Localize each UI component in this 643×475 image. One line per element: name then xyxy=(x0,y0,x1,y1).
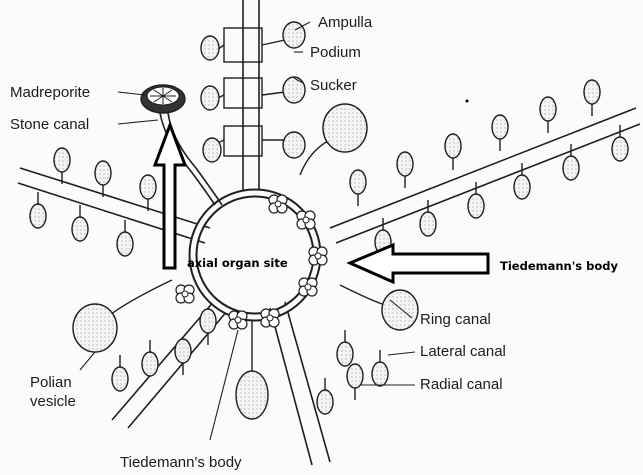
label-stone-canal: Stone canal xyxy=(10,116,89,133)
label-tiedemanns-body-arrow: Tiedemann's body xyxy=(500,259,618,273)
upper-right-tube-feet xyxy=(350,80,628,254)
stray-dot xyxy=(466,100,469,103)
top-arm-tube-feet xyxy=(201,22,305,162)
top-radial-canal xyxy=(243,0,259,195)
label-axial-organ-site: axial organ site xyxy=(187,256,288,270)
label-lateral-canal: Lateral canal xyxy=(420,343,506,360)
label-podium: Podium xyxy=(310,44,361,61)
madreporite-icon xyxy=(141,85,185,113)
label-polian-line1: Polian xyxy=(30,374,72,391)
lower-left-tube-feet xyxy=(112,309,216,391)
label-polian-line2: vesicle xyxy=(30,393,76,410)
label-ampulla: Ampulla xyxy=(318,14,372,31)
label-tiedemanns-body-bottom: Tiedemann's body xyxy=(120,454,242,471)
label-sucker: Sucker xyxy=(310,77,357,94)
upper-left-tube-feet xyxy=(30,148,156,256)
lower-right-tube-feet xyxy=(317,330,388,414)
label-ring-canal: Ring canal xyxy=(420,311,491,328)
upper-left-radial-arm xyxy=(18,168,210,243)
upper-right-radial-arm xyxy=(330,108,640,243)
tiedemanns-body-arrow-icon xyxy=(350,245,488,282)
label-radial-canal: Radial canal xyxy=(420,376,503,393)
ring-canal xyxy=(193,193,317,317)
label-madreporite: Madreporite xyxy=(10,84,90,101)
lower-right-radial-arm xyxy=(270,302,330,465)
